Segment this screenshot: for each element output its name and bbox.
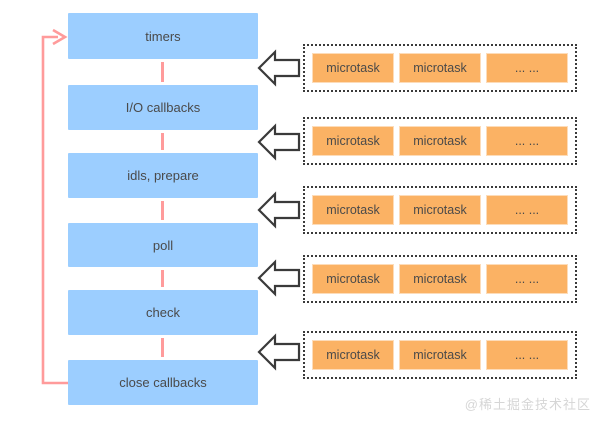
microtask-queue-row: microtask microtask ... ... [303,44,577,92]
phase-connector-line [161,270,164,287]
loop-line [41,35,68,385]
phase-box-idls-prepare: idls, prepare [68,153,258,198]
left-arrow-icon [257,49,301,87]
left-arrow-icon [257,259,301,297]
left-arrow-icon [257,333,301,371]
phase-box-poll: poll [68,223,258,267]
watermark-text: @稀土掘金技术社区 [464,397,591,412]
microtask-box: microtask [312,53,394,83]
phase-box-timers: timers [68,13,258,59]
phase-connector-line [161,62,164,82]
phase-connector-line [161,201,164,220]
phase-connector-line [161,133,164,150]
microtask-queue-row: microtask microtask ... ... [303,117,577,165]
microtask-box: microtask [312,340,394,370]
ellipsis-box: ... ... [486,195,568,225]
microtask-queue-row: microtask microtask ... ... [303,255,577,303]
microtask-box: microtask [312,195,394,225]
microtask-queue-row: microtask microtask ... ... [303,331,577,379]
microtask-queue-row: microtask microtask ... ... [303,186,577,234]
ellipsis-box: ... ... [486,340,568,370]
microtask-box: microtask [399,126,481,156]
microtask-box: microtask [312,264,394,294]
left-arrow-icon [257,191,301,229]
loop-arrowhead-icon [52,28,68,46]
ellipsis-box: ... ... [486,53,568,83]
microtask-box: microtask [399,264,481,294]
ellipsis-box: ... ... [486,126,568,156]
phase-connector-line [161,338,164,357]
phase-box-check: check [68,290,258,335]
ellipsis-box: ... ... [486,264,568,294]
microtask-box: microtask [399,53,481,83]
phase-box-io-callbacks: I/O callbacks [68,85,258,130]
left-arrow-icon [257,123,301,161]
microtask-box: microtask [312,126,394,156]
microtask-box: microtask [399,195,481,225]
microtask-box: microtask [399,340,481,370]
phase-box-close-callbacks: close callbacks [68,360,258,405]
